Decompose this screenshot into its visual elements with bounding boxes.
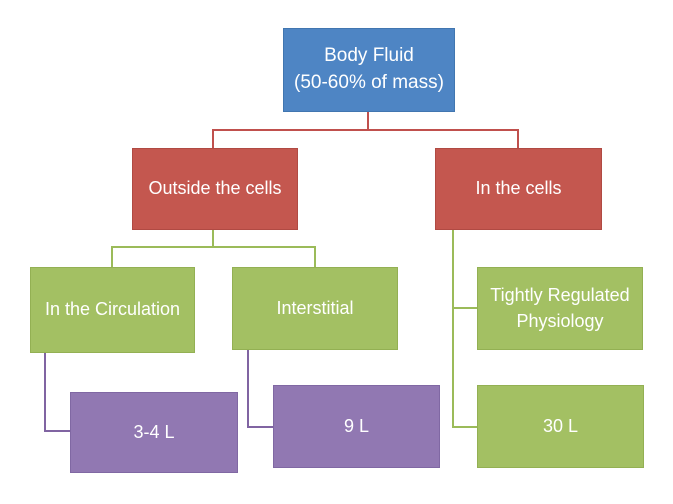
node-tightly-regulated-label: Tightly Regulated Physiology (490, 285, 630, 331)
connector-in-cells-stem (452, 230, 454, 428)
connector-stub-volume-3-4 (44, 430, 70, 432)
node-interstitial-label: Interstitial (276, 297, 354, 318)
node-circulation: In the Circulation (30, 267, 195, 353)
node-in-cells-label: In the cells (475, 178, 562, 199)
node-volume-circulation-label: 3-4 L (133, 421, 175, 442)
connector-root-crossbar (212, 129, 519, 131)
connector-interstitial-stem (247, 350, 249, 428)
connector-root-stem (367, 112, 369, 131)
connector-drop-outside-cells (212, 129, 214, 148)
connector-drop-in-cells (517, 129, 519, 148)
node-tightly-regulated: Tightly Regulated Physiology (477, 267, 643, 350)
node-in-cells: In the cells (435, 148, 602, 230)
node-interstitial: Interstitial (232, 267, 398, 350)
node-volume-interstitial: 9 L (273, 385, 440, 468)
node-outside-cells: Outside the cells (132, 148, 298, 230)
node-body-fluid-subtitle: (50-60% of mass) (294, 72, 444, 93)
connector-drop-interstitial (314, 246, 316, 267)
connector-stub-volume-30 (452, 426, 477, 428)
node-volume-in-cells-label: 30 L (542, 415, 579, 436)
node-volume-in-cells: 30 L (477, 385, 644, 468)
connector-outside-stem (212, 230, 214, 248)
connector-outside-crossbar (111, 246, 316, 248)
connector-stub-tightly-regulated (452, 307, 477, 309)
node-body-fluid: Body Fluid (50-60% of mass) (283, 28, 455, 112)
node-body-fluid-title: Body Fluid (324, 45, 414, 67)
connector-stub-volume-9 (247, 426, 273, 428)
connector-drop-circulation (111, 246, 113, 267)
node-volume-interstitial-label: 9 L (343, 415, 370, 436)
node-volume-circulation: 3-4 L (70, 392, 238, 473)
connector-circulation-stem (44, 353, 46, 432)
node-outside-cells-label: Outside the cells (148, 178, 282, 199)
node-circulation-label: In the Circulation (44, 299, 181, 320)
